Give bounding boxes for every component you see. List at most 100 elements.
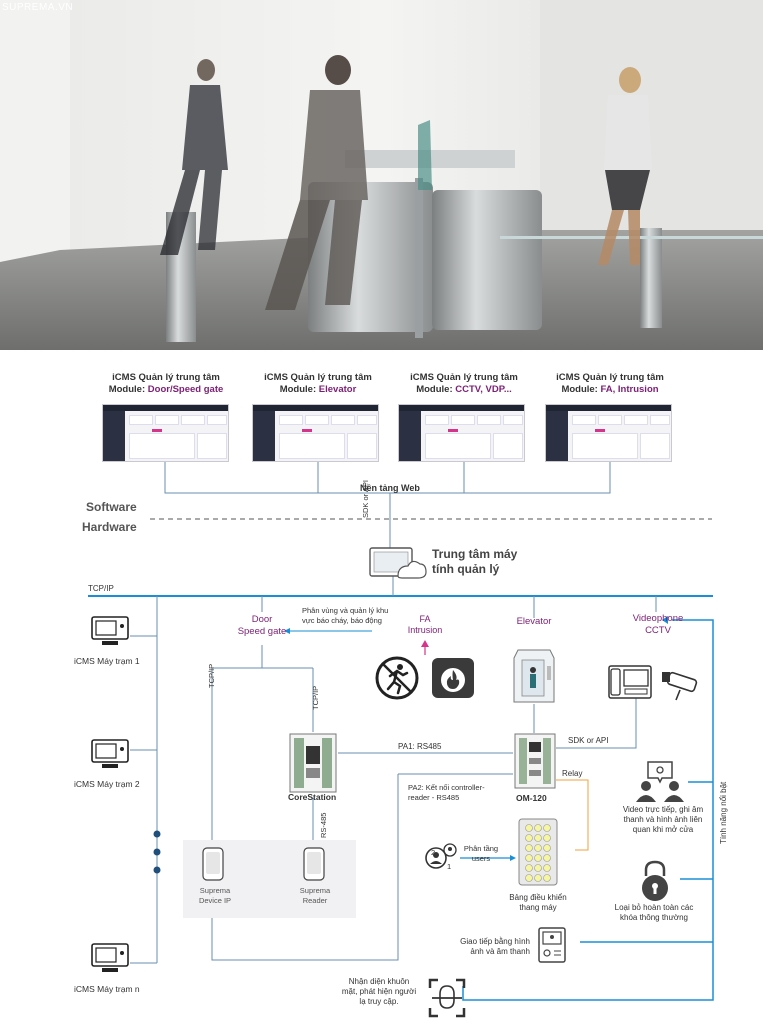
workstation-label-1: iCMS Máy trạm 1 <box>74 656 140 666</box>
video-meeting-icon <box>636 761 684 802</box>
users-number-2: 2 <box>431 848 436 857</box>
module-subtitle: Module: FA, Intrusion <box>544 384 676 396</box>
door-label-line: Speed gate <box>237 626 287 637</box>
feature-video-line: quan khi mở cửa <box>632 825 694 834</box>
feature-face-line: mặt, phát hiện người <box>341 987 417 996</box>
elevator-keypad-icon <box>518 818 558 886</box>
module-line: iCMS Quản lý trung tâm <box>264 372 372 383</box>
module-name: Door/Speed gate <box>147 384 224 395</box>
lock-icon <box>642 860 668 901</box>
feature-av-line: ảnh và âm thanh <box>470 947 530 956</box>
elevator-panel-line: Bảng điều khiển <box>509 893 567 902</box>
door-label-line: Door <box>251 614 273 625</box>
fa-label-line: FA <box>419 614 431 624</box>
elevator-label: Elevator <box>516 616 552 627</box>
fa-intrusion-label: FA Intrusion <box>398 614 452 636</box>
hardware-label: Hardware <box>82 520 137 534</box>
module-line: iCMS Quản lý trung tâm <box>410 372 518 383</box>
workstation-label-2: iCMS Máy trạm 2 <box>74 779 140 789</box>
module-subtitle: Module: CCTV, VDP... <box>398 384 530 396</box>
more-dots-icon <box>153 830 161 874</box>
module-title-elevator: iCMS Quản lý trung tâm Module: Elevator <box>252 372 384 396</box>
software-label: Software <box>86 500 137 514</box>
om120-module-icon <box>514 733 556 789</box>
feature-lock-line: Loại bỏ hoàn toàn các <box>614 903 694 912</box>
reader-label: Suprema Reader <box>286 886 344 906</box>
elevator-panel-label: Bảng điều khiển thang máy <box>498 893 578 913</box>
feature-video-text: Video trực tiếp, ghi âm thanh và hình ản… <box>610 805 716 835</box>
server-label: Trung tâm máy tính quản lý <box>432 547 517 577</box>
workstation-label-n: iCMS Máy trạm n <box>74 984 140 994</box>
module-title-door: iCMS Quản lý trung tâm Module: Door/Spee… <box>100 372 232 396</box>
feature-av-line: Giao tiếp bằng hình <box>460 937 530 946</box>
zone-note-line: vực báo cháy, báo động <box>302 616 382 625</box>
device-ip-line: Device IP <box>198 896 232 905</box>
diagram-connectors <box>88 462 714 1001</box>
corestation-label: CoreStation <box>288 792 337 802</box>
workstation-icon <box>91 616 129 645</box>
device-ip-line: Suprema <box>199 886 231 895</box>
server-label-line: Trung tâm máy <box>432 547 518 561</box>
module-title-fa: iCMS Quản lý trung tâm Module: FA, Intru… <box>544 372 676 396</box>
pa1-label: PA1: RS485 <box>398 742 442 751</box>
sdk-api-label: SDK or API <box>361 480 370 518</box>
feature-video-line: thanh và hình ảnh liên <box>623 815 703 824</box>
videophone-cctv-label: Videophone CCTV <box>618 613 698 637</box>
floor-users-line: users <box>471 854 491 863</box>
suprema-reader-icon <box>303 847 325 881</box>
pa2-label: PA2: Kết nối controller- reader - RS485 <box>408 783 485 803</box>
module-name: FA, Intrusion <box>600 384 659 395</box>
office-gate-photo <box>0 0 763 350</box>
pa2-line: PA2: Kết nối controller- <box>408 783 485 792</box>
videophone-icon <box>608 665 652 699</box>
feature-face-text: Nhận diện khuôn mặt, phát hiện người lạ … <box>334 977 424 1007</box>
feature-video-line: Video trực tiếp, ghi âm <box>622 805 704 814</box>
module-screen-cctv <box>398 404 525 462</box>
relay-label: Relay <box>562 769 583 778</box>
reader-line: Suprema <box>299 886 331 895</box>
server-label-line: tính quản lý <box>432 562 500 576</box>
module-screen-elevator <box>252 404 379 462</box>
module-title-cctv: iCMS Quản lý trung tâm Module: CCTV, VDP… <box>398 372 530 396</box>
videophone-label-line: CCTV <box>645 625 671 636</box>
workstation-icon <box>91 739 129 768</box>
module-name: CCTV, VDP... <box>455 384 512 395</box>
zone-note-line: Phân vùng và quản lý khu <box>302 606 389 615</box>
cctv-camera-icon <box>662 671 698 701</box>
om120-label: OM-120 <box>516 793 547 803</box>
sdk-api-label-2: SDK or API <box>568 736 609 745</box>
watermark-text: SUPREMA.VN <box>2 2 74 13</box>
module-prefix: Module: <box>561 384 601 395</box>
feature-av-text: Giao tiếp bằng hình ảnh và âm thanh <box>450 937 530 957</box>
feature-face-line: Nhận diện khuôn <box>348 977 410 986</box>
device-ip-label: Suprema Device IP <box>186 886 244 906</box>
pa2-line: reader - RS485 <box>408 793 460 802</box>
users-number-1: 1 <box>447 862 452 871</box>
suprema-device-ip-icon <box>202 847 224 881</box>
tcpip-label: TCP/IP <box>88 584 114 593</box>
module-subtitle: Module: Elevator <box>252 384 384 396</box>
intercom-icon <box>538 927 566 963</box>
module-line: iCMS Quản lý trung tâm <box>556 372 664 383</box>
features-title-vertical: Tính năng nổi bật <box>719 781 728 844</box>
elevator-panel-line: thang máy <box>519 903 557 912</box>
feature-face-line: lạ truy cập. <box>359 997 399 1006</box>
hero-photo: SUPREMA.VN <box>0 0 763 350</box>
module-screen-door <box>102 404 229 462</box>
intrusion-runner-icon <box>375 656 419 700</box>
module-prefix: Module: <box>416 384 456 395</box>
elevator-cabin-icon <box>513 649 555 703</box>
feature-lock-line: khóa thông thường <box>620 913 688 922</box>
module-prefix: Module: <box>108 384 148 395</box>
door-speedgate-label: Door Speed gate <box>222 614 302 638</box>
feature-lock-text: Loại bỏ hoàn toàn các khóa thông thường <box>602 903 706 923</box>
rs485-vertical: RS-485 <box>319 812 328 838</box>
web-platform-label: Nền tảng Web <box>360 483 420 493</box>
module-screen-fa <box>545 404 672 462</box>
module-name: Elevator <box>318 384 357 395</box>
fa-label-line: Intrusion <box>407 625 443 635</box>
zone-note: Phân vùng và quản lý khu vực báo cháy, b… <box>302 606 388 626</box>
module-prefix: Module: <box>279 384 319 395</box>
face-recognition-icon <box>428 978 466 1018</box>
module-subtitle: Module: Door/Speed gate <box>100 384 232 396</box>
